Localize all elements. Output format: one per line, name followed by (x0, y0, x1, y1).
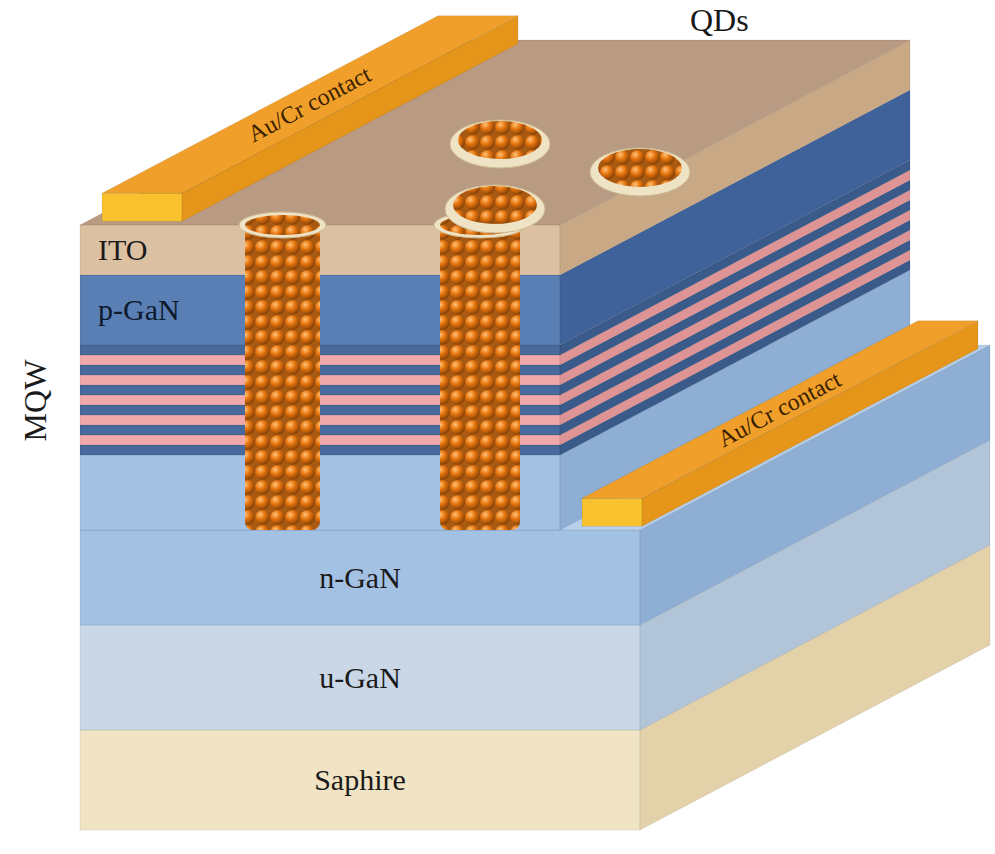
qd-disc (458, 121, 542, 159)
qd-hole (590, 148, 690, 196)
layer-label: Au/Cr contact (244, 61, 376, 148)
left-contact-bar-front (102, 193, 182, 221)
mqw-label: MQW (18, 359, 55, 441)
right-contact-bar-top (582, 321, 978, 499)
qd-pillar-top (245, 215, 320, 235)
layer-label: n-GaN (319, 561, 401, 595)
qd-pillar-rim (239, 212, 326, 238)
qd-hole (450, 120, 550, 168)
qd-pillar (245, 225, 320, 530)
contact-pad: Au/Cr contact (710, 364, 849, 455)
layer-label: u-GaN (319, 661, 401, 695)
qd-hole (445, 185, 545, 233)
sapphire-band: Saphire (80, 731, 640, 829)
qd-disc (598, 149, 682, 187)
qd-label: QDs (690, 2, 749, 39)
right-contact-bar-side (642, 321, 978, 527)
right-contact-bar-front (582, 498, 642, 526)
left-contact-bar-top (102, 16, 518, 194)
u-gan-band: u-GaN (80, 626, 640, 729)
layer-label: Saphire (314, 763, 406, 797)
qd-disc (453, 186, 537, 224)
qd-pillar (440, 225, 520, 530)
ito-band: ITO (88, 226, 238, 274)
left-contact-bar-side (182, 16, 518, 222)
sapphire-layer-front (80, 730, 640, 830)
layer-label: Au/Cr contact (714, 366, 846, 453)
layer-label: p-GaN (98, 293, 180, 327)
u-gan-layer-front (80, 625, 640, 730)
p-gan-band: p-GaN (88, 276, 238, 344)
contact-pad: Au/Cr contact (240, 59, 379, 150)
layer-label: ITO (98, 233, 147, 267)
n-gan-layer-front (80, 530, 640, 625)
n-gan-band: n-GaN (80, 532, 640, 624)
